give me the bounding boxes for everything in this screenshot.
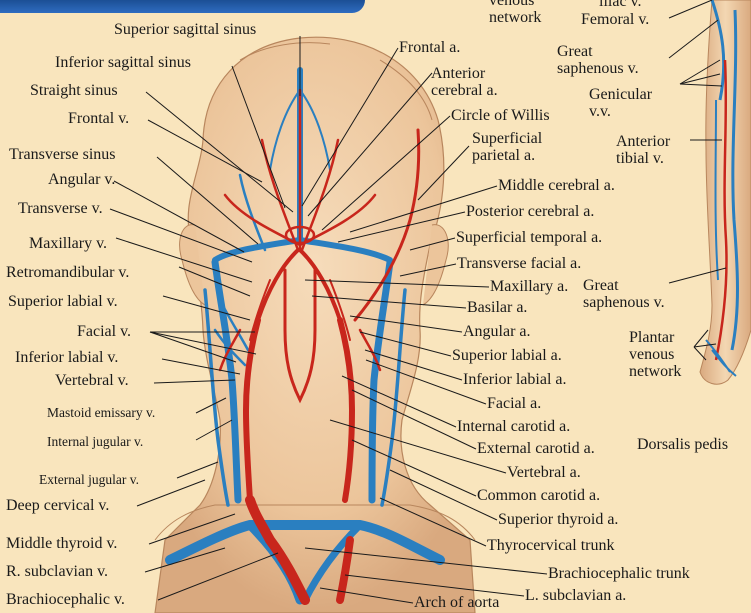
leg-figure xyxy=(700,0,751,384)
label-maxillary-a: Maxillary a. xyxy=(490,279,568,295)
leader-line xyxy=(669,0,712,18)
leader-line xyxy=(177,462,218,478)
label-frontal-a: Frontal a. xyxy=(399,40,460,56)
label-l-subclavian-a: L. subclavian a. xyxy=(525,588,626,604)
label-angular-a: Angular a. xyxy=(463,324,531,340)
label-common-carotid-a: Common carotid a. xyxy=(477,488,600,504)
label-superior-labial-v: Superior labial v. xyxy=(8,294,118,310)
label-great-saphenous-v-mid: Great saphenous v. xyxy=(583,277,665,311)
label-mastoid-emissary-v: Mastoid emissary v. xyxy=(47,405,155,421)
leader-line xyxy=(137,480,205,506)
label-external-carotid-a: External carotid a. xyxy=(477,441,595,457)
label-inferior-labial-a: Inferior labial a. xyxy=(463,372,567,388)
label-retromandibular-v: Retromandibular v. xyxy=(6,265,129,281)
label-genicular-vv: Genicular v.v. xyxy=(589,86,652,120)
label-brachiocephalic-trunk: Brachiocephalic trunk xyxy=(548,566,690,582)
label-transverse-v: Transverse v. xyxy=(18,201,103,217)
label-anterior-cerebral-a: Anterior cerebral a. xyxy=(431,65,498,99)
label-maxillary-v: Maxillary v. xyxy=(29,236,107,252)
label-straight-sinus: Straight sinus xyxy=(30,83,118,99)
leader-line xyxy=(694,330,708,347)
label-middle-cerebral-a: Middle cerebral a. xyxy=(498,178,615,194)
label-brachiocephalic-v: Brachiocephalic v. xyxy=(6,592,125,608)
label-femoral-v: Femoral v. xyxy=(581,12,649,28)
label-posterior-cerebral-a: Posterior cerebral a. xyxy=(466,204,594,220)
label-basilar-a: Basilar a. xyxy=(467,300,527,316)
label-external-jugular-v: External jugular v. xyxy=(39,472,139,488)
label-superior-sagittal-sinus: Superior sagittal sinus xyxy=(114,22,256,38)
label-transverse-sinus: Transverse sinus xyxy=(9,147,116,163)
label-inferior-sagittal-sinus: Inferior sagittal sinus xyxy=(55,55,191,71)
label-angular-v: Angular v. xyxy=(48,172,115,188)
label-great-saphenous-v-top: Great saphenous v. xyxy=(557,43,639,77)
label-arch-of-aorta: Arch of aorta xyxy=(414,595,499,611)
label-facial-a: Facial a. xyxy=(487,396,541,412)
label-middle-thyroid-v: Middle thyroid v. xyxy=(6,536,117,552)
label-iliac-v: iliac v. xyxy=(599,0,642,10)
label-venous-network-top: venous network xyxy=(489,0,541,26)
label-superior-thyroid-a: Superior thyroid a. xyxy=(498,512,618,528)
label-inferior-labial-v: Inferior labial v. xyxy=(15,350,118,366)
label-superficial-parietal-a: Superficial parietal a. xyxy=(472,130,542,164)
label-transverse-facial-a: Transverse facial a. xyxy=(457,256,581,272)
label-r-subclavian-v: R. subclavian v. xyxy=(6,564,108,580)
label-deep-cervical-v: Deep cervical v. xyxy=(6,498,109,514)
label-internal-jugular-v: Internal jugular v. xyxy=(47,434,143,450)
label-dorsalis-pedis: Dorsalis pedis xyxy=(637,437,728,453)
label-vertebral-v: Vertebral v. xyxy=(55,373,129,389)
label-thyrocervical-trunk: Thyrocervical trunk xyxy=(487,538,615,554)
label-superficial-temporal-a: Superficial temporal a. xyxy=(456,230,602,246)
label-frontal-v: Frontal v. xyxy=(68,111,129,127)
label-circle-of-willis: Circle of Willis xyxy=(451,108,550,124)
label-facial-v: Facial v. xyxy=(77,324,131,340)
label-superior-labial-a: Superior labial a. xyxy=(452,348,562,364)
label-anterior-tibial-v: Anterior tibial v. xyxy=(616,133,670,167)
leader-line xyxy=(694,347,706,360)
label-plantar-venous-network: Plantar venous network xyxy=(629,329,681,380)
label-internal-carotid-a: Internal carotid a. xyxy=(457,419,570,435)
label-vertebral-a: Vertebral a. xyxy=(507,465,581,481)
